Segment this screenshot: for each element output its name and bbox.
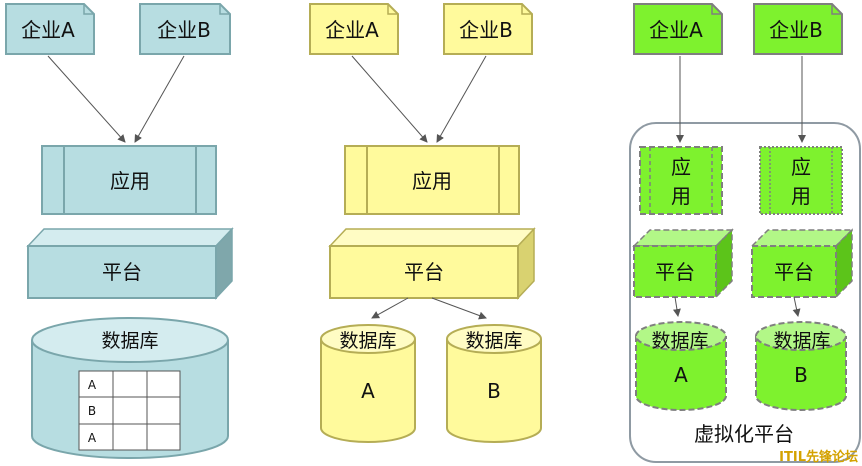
tenant-b-label: 企业B — [769, 18, 823, 42]
arrow-tenant-b-to-app — [134, 55, 185, 143]
shared-data-table: A B A — [78, 370, 181, 451]
table-row-tenant: A — [88, 431, 97, 445]
database-name: A — [674, 363, 688, 387]
arrow-tenant-a-to-app — [47, 55, 126, 143]
arrow-platform-to-db-a — [371, 297, 409, 319]
database-label: 数据库 — [651, 330, 708, 352]
database-name: A — [361, 379, 375, 403]
tenant-a-tag: 企业A — [5, 3, 95, 55]
application-label-char1: 应 — [671, 155, 691, 179]
database-name: B — [487, 379, 501, 403]
tenant-a-label: 企业A — [21, 18, 75, 42]
arrow-tenant-b-to-app — [436, 55, 487, 143]
platform-block: 平台 — [328, 227, 536, 300]
application-label-char2: 用 — [671, 184, 691, 208]
application-label: 应用 — [110, 169, 150, 193]
arrow-tenant-a-to-app — [351, 55, 428, 143]
application-box: 应用 — [344, 145, 520, 215]
table-row-tenant: A — [88, 378, 97, 392]
virtualization-platform-label: 虚拟化平台 — [694, 422, 794, 446]
arrow-platform-to-db-b — [431, 297, 487, 320]
database-label: 数据库 — [773, 330, 830, 352]
application-label-char1: 应 — [791, 155, 811, 179]
column-shared-all: 企业A 企业B 应用 平台 数据库 — [5, 3, 234, 459]
platform-block: 平台 — [26, 227, 234, 300]
database-cylinder: 数据库 A B A — [31, 317, 229, 459]
tenant-b-label: 企业B — [157, 18, 211, 42]
watermark: ITIL先锋论坛 — [779, 449, 858, 465]
column-separate-databases: 企业A 企业B 应用 平台 数据库 A — [309, 3, 542, 443]
virtualization-container — [629, 122, 861, 463]
platform-label: 平台 — [774, 260, 814, 284]
arrow-platform-to-db-b — [792, 296, 801, 317]
tenant-a-tag: 企业A — [633, 3, 723, 55]
application-label: 应用 — [412, 169, 452, 193]
application-a-box: 应 用 — [639, 146, 723, 215]
database-label: 数据库 — [339, 330, 396, 352]
database-label: 数据库 — [101, 330, 158, 352]
database-name: B — [794, 363, 808, 387]
database-b-cylinder: 数据库 B — [446, 324, 542, 443]
database-label: 数据库 — [465, 330, 522, 352]
platform-b-block: 平台 — [750, 228, 854, 299]
platform-a-block: 平台 — [632, 228, 734, 299]
tenant-b-tag: 企业B — [139, 3, 231, 55]
tenant-a-label: 企业A — [649, 18, 703, 42]
tenant-b-label: 企业B — [459, 18, 513, 42]
application-label-char2: 用 — [791, 184, 811, 208]
application-b-box: 应 用 — [759, 146, 843, 215]
database-b-cylinder: 数据库 B — [755, 321, 847, 411]
tenant-a-label: 企业A — [325, 18, 379, 42]
database-a-cylinder: 数据库 A — [320, 324, 416, 443]
tenant-a-tag: 企业A — [309, 3, 399, 55]
platform-label: 平台 — [404, 260, 444, 284]
platform-label: 平台 — [102, 260, 142, 284]
table-row-tenant: B — [88, 404, 96, 418]
arrow-platform-to-db-a — [672, 296, 681, 317]
application-box: 应用 — [41, 145, 217, 215]
column-virtualized: 企业A 企业B 应 用 应 用 — [629, 3, 861, 463]
tenant-b-tag: 企业B — [753, 3, 843, 55]
platform-label: 平台 — [655, 260, 695, 284]
tenant-b-tag: 企业B — [443, 3, 533, 55]
database-a-cylinder: 数据库 A — [635, 321, 727, 411]
